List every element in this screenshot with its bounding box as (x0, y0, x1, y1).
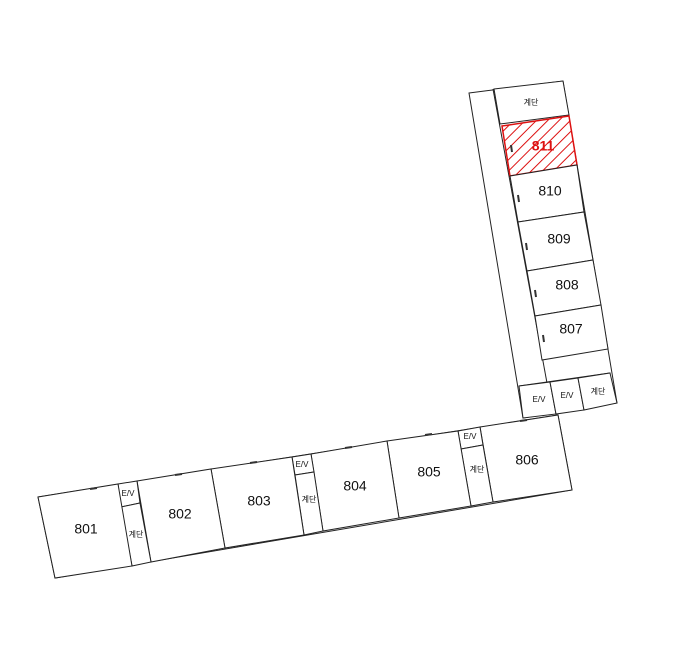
room-804-label: 804 (343, 478, 367, 494)
stairs-east[interactable] (577, 372, 618, 411)
elevator-806-label: E/V (464, 432, 478, 441)
stairs-801-label: 계단 (129, 529, 144, 539)
elevator-801-label: E/V (122, 489, 136, 498)
room-810-label: 810 (538, 183, 562, 199)
stairs-east-label: 계단 (591, 386, 606, 396)
room-808-label: 808 (555, 277, 579, 293)
room-803-label: 803 (247, 493, 271, 509)
room-802-label: 802 (168, 506, 192, 522)
door-marks (89, 144, 545, 490)
room-811-label: 811 (532, 138, 555, 154)
room-805-label: 805 (417, 464, 441, 480)
elevator-east-1-label: E/V (533, 395, 547, 404)
stairs-top-label: 계단 (524, 97, 539, 107)
stairs-top[interactable] (493, 80, 570, 125)
room-807-label: 807 (559, 321, 583, 337)
elevator-804-label: E/V (296, 460, 310, 469)
room-809-label: 809 (547, 231, 571, 247)
room-806-label: 806 (515, 452, 539, 468)
stairs-806-label: 계단 (470, 464, 485, 474)
stairs-804-label: 계단 (302, 494, 317, 504)
room-807[interactable] (534, 304, 609, 361)
elevator-east-2-label: E/V (561, 391, 575, 400)
room-801-label: 801 (74, 521, 98, 537)
